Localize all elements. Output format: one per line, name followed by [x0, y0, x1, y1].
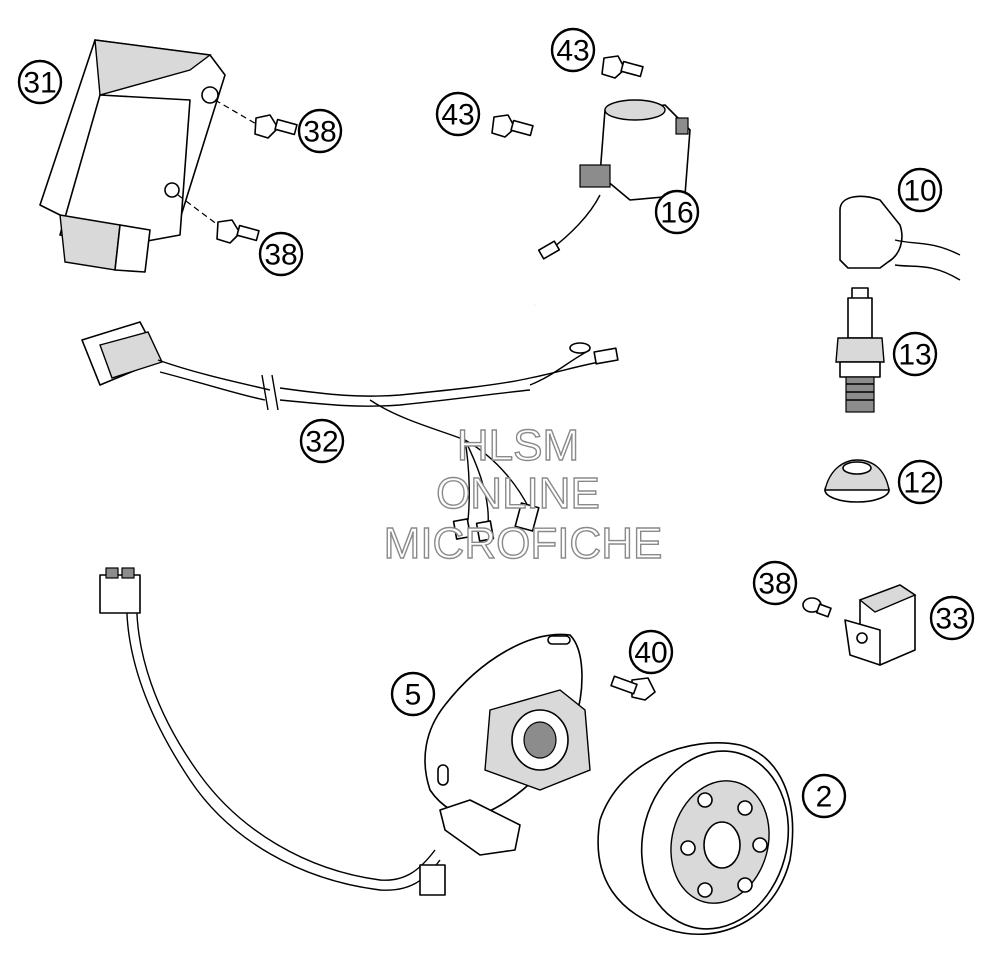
bolt-38-right	[802, 597, 832, 618]
watermark: HLSM ONLINE MICROFICHE	[383, 420, 663, 568]
callout-label: 43	[556, 35, 589, 68]
relay-bracket-part	[844, 584, 917, 666]
grommet-part	[824, 459, 890, 503]
ignition-coil-part	[495, 99, 691, 309]
spark-plug-cap-part	[839, 195, 961, 281]
leader-line	[177, 194, 223, 229]
bolt-38-lower	[216, 219, 260, 244]
leader-line	[214, 99, 259, 126]
watermark-line-2: ONLINE	[436, 469, 600, 518]
bolt-43-upper	[601, 55, 644, 79]
cdi-unit-part	[39, 39, 226, 273]
callout-40[interactable]: 40	[628, 629, 674, 675]
callout-label: 38	[303, 116, 336, 149]
callout-38-lower[interactable]: 38	[258, 231, 304, 277]
watermark-line-1: HLSM	[457, 421, 579, 470]
callout-label: 12	[903, 467, 936, 500]
callout-label: 40	[634, 637, 667, 670]
callout-label: 5	[405, 679, 422, 712]
callout-label: 43	[441, 99, 474, 132]
callout-43-left[interactable]: 43	[435, 91, 481, 137]
callout-43-upper[interactable]: 43	[550, 27, 596, 73]
bolt-43-left	[491, 114, 534, 138]
callout-label: 2	[816, 781, 833, 814]
callout-label: 33	[935, 603, 968, 636]
callout-label: 38	[264, 239, 297, 272]
callout-label: 31	[23, 67, 56, 100]
spark-plug-part	[835, 287, 885, 413]
callout-label: 13	[898, 339, 931, 372]
stator-part	[99, 567, 591, 896]
bolt-38-upper	[254, 114, 298, 139]
callout-10[interactable]: 10	[897, 167, 943, 213]
callout-31[interactable]: 31	[17, 59, 63, 105]
callout-33[interactable]: 33	[929, 595, 975, 641]
bolt-40	[610, 675, 656, 701]
flywheel-part	[597, 742, 794, 935]
callout-16[interactable]: 16	[654, 189, 700, 235]
callout-32[interactable]: 32	[299, 418, 345, 464]
callout-2[interactable]: 2	[801, 773, 847, 819]
callout-label: 38	[758, 568, 791, 601]
callout-label: 10	[903, 175, 936, 208]
watermark-line-3: MICROFICHE	[384, 519, 663, 568]
callout-5[interactable]: 5	[390, 671, 436, 717]
callout-label: 16	[660, 197, 693, 230]
wiring-harness-part	[81, 321, 619, 542]
callout-label: 32	[305, 426, 338, 459]
callout-12[interactable]: 12	[897, 459, 943, 505]
callout-38-upper[interactable]: 38	[297, 108, 343, 154]
callout-13[interactable]: 13	[892, 331, 938, 377]
callout-38-right[interactable]: 38	[752, 560, 798, 606]
